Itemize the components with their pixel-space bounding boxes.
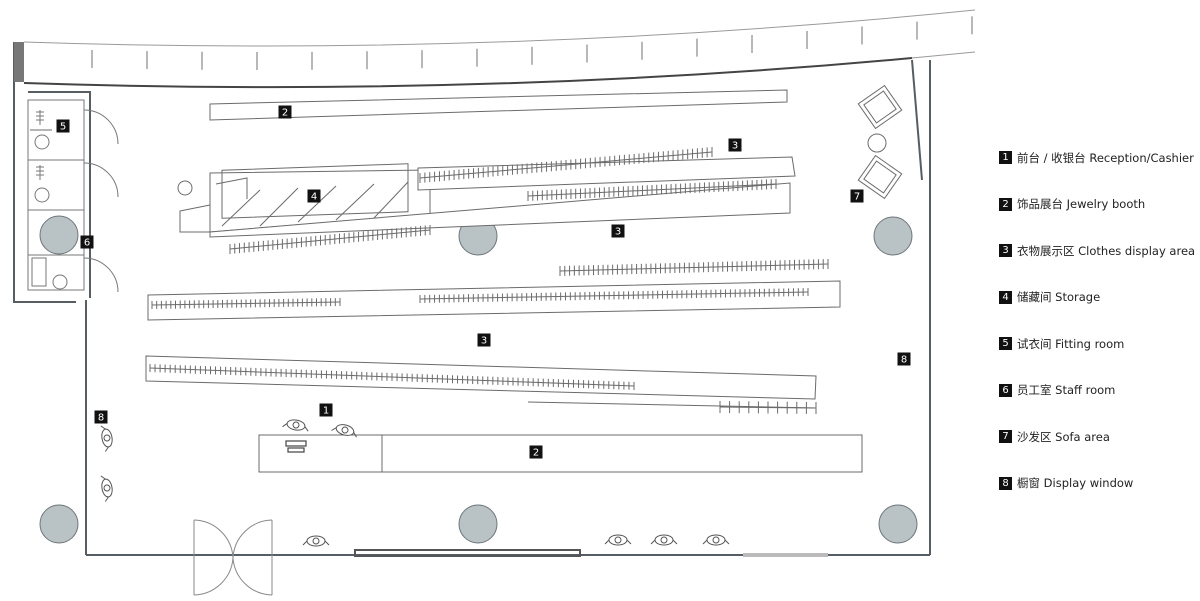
mannequin bbox=[282, 419, 309, 432]
plan-number-tag: 3 bbox=[728, 138, 742, 152]
mannequin bbox=[650, 534, 678, 546]
legend-number-badge: 8 bbox=[999, 476, 1012, 490]
svg-text:5: 5 bbox=[60, 122, 66, 133]
hanger-marks bbox=[30, 129, 829, 414]
plan-number-tag: 2 bbox=[529, 445, 543, 459]
legend-item: 5 试衣间 Fitting room bbox=[999, 332, 1199, 355]
column bbox=[39, 215, 79, 255]
legend-number-badge: 4 bbox=[999, 290, 1012, 304]
legend-number-badge: 7 bbox=[999, 430, 1012, 443]
mannequin bbox=[331, 424, 357, 438]
plan-number-tag: 5 bbox=[56, 119, 70, 133]
column bbox=[458, 504, 498, 544]
legend-label: 员工室 Staff room bbox=[1017, 383, 1116, 397]
legend-label: 衣物展示区 Clothes display area bbox=[1017, 243, 1196, 258]
mannequins bbox=[100, 419, 730, 547]
entrance-door bbox=[193, 519, 273, 596]
sofa-area bbox=[857, 84, 903, 200]
mannequin bbox=[604, 534, 632, 546]
legend-item: 7 沙发区 Sofa area bbox=[999, 425, 1199, 448]
legend-item: 1 前台 / 收银台 Reception/Cashier bbox=[999, 146, 1199, 169]
svg-text:3: 3 bbox=[732, 141, 738, 152]
cashier-counter bbox=[285, 440, 307, 453]
legend-label: 沙发区 Sofa area bbox=[1017, 429, 1110, 444]
column bbox=[878, 504, 918, 544]
columns bbox=[39, 215, 918, 544]
legend-label: 储藏间 Storage bbox=[1017, 290, 1101, 304]
svg-text:3: 3 bbox=[481, 336, 487, 347]
storage-room bbox=[177, 163, 431, 233]
display-window-frames bbox=[354, 549, 828, 557]
clothes-racks bbox=[145, 156, 841, 400]
legend-label: 前台 / 收银台 Reception/Cashier bbox=[1017, 150, 1194, 165]
svg-text:2: 2 bbox=[282, 108, 288, 119]
svg-text:2: 2 bbox=[533, 448, 539, 459]
plan-number-tag: 6 bbox=[80, 235, 94, 249]
legend: 1 前台 / 收银台 Reception/Cashier 2 饰品展台 Jewelry… bbox=[999, 146, 1199, 518]
plan-number-tag: 8 bbox=[94, 410, 108, 424]
svg-text:4: 4 bbox=[311, 192, 317, 203]
legend-item: 4 储藏间 Storage bbox=[999, 286, 1199, 309]
legend-number-badge: 1 bbox=[999, 151, 1012, 164]
hanger-rail-fitting bbox=[36, 110, 44, 180]
mannequin bbox=[702, 534, 730, 546]
plan-number-tag: 3 bbox=[611, 224, 625, 238]
storage-rail bbox=[527, 401, 817, 409]
legend-item: 2 饰品展台 Jewelry booth bbox=[999, 193, 1199, 216]
svg-text:1: 1 bbox=[323, 406, 329, 417]
legend-item: 6 员工室 Staff room bbox=[999, 379, 1199, 402]
plan-number-tag: 3 bbox=[477, 333, 491, 347]
legend-item: 3 衣物展示区 Clothes display area bbox=[999, 239, 1199, 262]
legend-number-badge: 5 bbox=[999, 337, 1012, 350]
back-rooms bbox=[27, 99, 119, 293]
mannequin bbox=[302, 535, 330, 547]
plan-number-tag: 8 bbox=[897, 352, 911, 366]
mannequin bbox=[100, 425, 113, 452]
svg-text:3: 3 bbox=[615, 227, 621, 238]
svg-text:8: 8 bbox=[98, 413, 104, 424]
legend-number-badge: 3 bbox=[999, 244, 1012, 257]
legend-label: 试衣间 Fitting room bbox=[1017, 336, 1125, 351]
column bbox=[39, 504, 79, 544]
exterior-facade bbox=[23, 9, 976, 89]
plan-number-tag: 4 bbox=[307, 189, 321, 203]
svg-text:6: 6 bbox=[84, 238, 90, 249]
jewelry-booths bbox=[209, 89, 863, 473]
legend-number-badge: 6 bbox=[999, 383, 1012, 397]
svg-text:7: 7 bbox=[854, 192, 860, 203]
floor-plan: 1 2 2 3 3 3 4 5 6 7 8 8 bbox=[13, 9, 976, 596]
plan-number-tag: 7 bbox=[850, 189, 864, 203]
legend-number-badge: 2 bbox=[999, 197, 1012, 211]
legend-label: 饰品展台 Jewelry booth bbox=[1017, 197, 1146, 211]
entrance-wall-hatch bbox=[14, 42, 24, 82]
plan-number-tag: 2 bbox=[278, 105, 292, 119]
column bbox=[873, 216, 913, 256]
legend-item: 8 橱窗 Display window bbox=[999, 472, 1199, 495]
plan-number-tag: 1 bbox=[319, 403, 333, 417]
facade-mullions bbox=[91, 16, 973, 70]
legend-label: 橱窗 Display window bbox=[1017, 476, 1134, 490]
svg-text:8: 8 bbox=[901, 355, 907, 366]
mannequin bbox=[100, 475, 113, 502]
